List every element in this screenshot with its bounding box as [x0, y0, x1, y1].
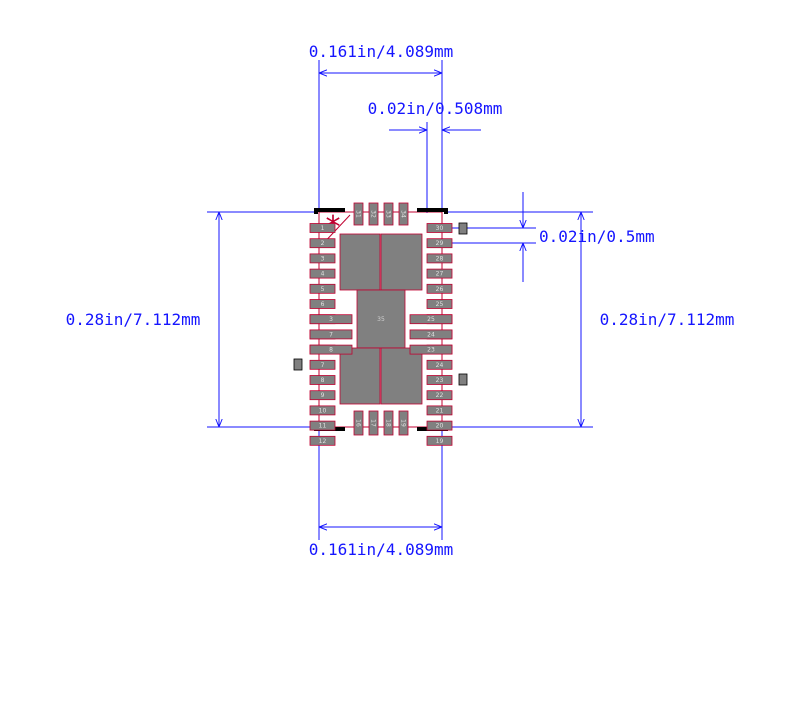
top-pin-pad: [383, 202, 394, 226]
bottom-pin-pad-label: 16: [355, 419, 362, 427]
right-pin-pad-label: 21: [436, 407, 444, 414]
thermal-pad: [339, 233, 423, 405]
right-pin-pad-label: 23: [436, 377, 444, 384]
right-pin-pad-label: 29: [436, 240, 444, 247]
right-pin-pad-label: 25: [436, 301, 444, 308]
right-pin-pad: [426, 283, 453, 294]
right-inner-pin-pad: [409, 329, 453, 340]
dimension-lines: [207, 60, 593, 540]
left-pin-pad: [309, 405, 336, 416]
left-inner-pin-pad: [309, 329, 353, 340]
right-pin-pad: [426, 238, 453, 249]
right-pin-pad: [426, 223, 453, 233]
left-pin-pad-label: 10: [319, 407, 327, 414]
left-inner-pin-pad-label: 3: [329, 316, 333, 323]
top-pin-pad-label: 32: [370, 210, 377, 218]
thermal-pad-label: 35: [377, 316, 385, 323]
right-pin-pad: [426, 268, 453, 279]
right-pin-pad: [426, 420, 453, 431]
left-pin-pad: [309, 299, 336, 309]
left-inner-pin-pad-label: 8: [329, 347, 333, 354]
right-pin-pad: [426, 375, 453, 385]
left-pin-pad-label: 2: [321, 240, 325, 247]
left-pin-pad: [309, 359, 336, 370]
right-inner-pin-pad: [409, 314, 453, 325]
right-inner-pin-pad-label: 24: [427, 331, 435, 338]
top-pin-pad-label: 33: [385, 210, 392, 218]
left-height-label: 0.28in/7.112mm: [66, 310, 201, 329]
left-pin-pad: [309, 375, 336, 385]
left-pin-pad-label: 12: [319, 438, 327, 445]
left-pin-pad: [309, 283, 336, 294]
left-pin-pad: [309, 420, 336, 431]
bottom-pin-pad: [353, 410, 364, 436]
bottom-pin-pad-label: 17: [370, 419, 377, 427]
right-pin-pad: [426, 435, 453, 446]
right-inner-pin-pad-label: 25: [427, 316, 435, 323]
left-pin-pad-label: 9: [321, 392, 325, 399]
right-pin-pad-label: 28: [436, 255, 444, 262]
left-pin-pad-label: 11: [319, 423, 327, 430]
right-pin-pad-label: 27: [436, 271, 444, 278]
pin-pads: 1234567891011123029282726252423222120193…: [309, 202, 453, 446]
pitch-label: 0.02in/0.508mm: [368, 99, 503, 118]
right-pin-pad: [426, 253, 453, 264]
left-pin-pad: [309, 223, 336, 233]
bottom-pin-pad-label: 19: [400, 419, 407, 427]
left-pin-pad: [309, 390, 336, 401]
right-pin-pad-label: 26: [436, 286, 444, 293]
left-inner-pin-pad: [309, 344, 353, 355]
top-pin-pad: [398, 202, 409, 226]
bottom-pin-pad: [383, 410, 394, 436]
right-inner-pin-pad-label: 23: [427, 347, 435, 354]
top-pin-pad: [368, 202, 379, 226]
right-inner-pin-pad: [409, 344, 453, 355]
left-pin-pad-label: 8: [321, 377, 325, 384]
left-pin-pad-label: 1: [321, 225, 325, 232]
left-inner-pin-pad: [309, 314, 353, 325]
right-pin-pad: [426, 359, 453, 370]
left-pin-pad-label: 6: [321, 301, 325, 308]
left-pin-pad-label: 4: [321, 271, 325, 278]
left-pin-pad-label: 5: [321, 286, 325, 293]
left-pin-pad: [309, 253, 336, 264]
top-pin-pad-label: 34: [400, 210, 407, 218]
right-pin-pad-label: 24: [436, 362, 444, 369]
right-pin-pad: [426, 405, 453, 416]
bottom-pin-pad: [368, 410, 379, 436]
right-pin-pad-label: 30: [436, 225, 444, 232]
top-pin-pad-label: 31: [355, 210, 362, 218]
left-pin-pad: [309, 435, 336, 446]
top-pin-pad: [353, 202, 364, 226]
right-pin-pad: [426, 390, 453, 401]
pad-gap-label: 0.02in/0.5mm: [539, 227, 655, 246]
left-inner-pin-pad-label: 7: [329, 331, 333, 338]
left-pin-pad: [309, 238, 336, 249]
left-pin-pad-label: 3: [321, 255, 325, 262]
right-height-label: 0.28in/7.112mm: [600, 310, 735, 329]
bottom-pin-pad: [398, 410, 409, 436]
right-pin-pad-label: 22: [436, 392, 444, 399]
top-width-label: 0.161in/4.089mm: [309, 42, 454, 61]
right-pin-pad: [426, 299, 453, 309]
right-pin-pad-label: 19: [436, 438, 444, 445]
right-pin-pad-label: 20: [436, 423, 444, 430]
alignment-pads: [293, 222, 468, 386]
dimension-labels: 0.161in/4.089mm 0.02in/0.508mm 0.02in/0.…: [66, 42, 735, 559]
left-pin-pad-label: 7: [321, 362, 325, 369]
bottom-width-label: 0.161in/4.089mm: [309, 540, 454, 559]
left-pin-pad: [309, 268, 336, 279]
bottom-pin-pad-label: 18: [385, 419, 392, 427]
